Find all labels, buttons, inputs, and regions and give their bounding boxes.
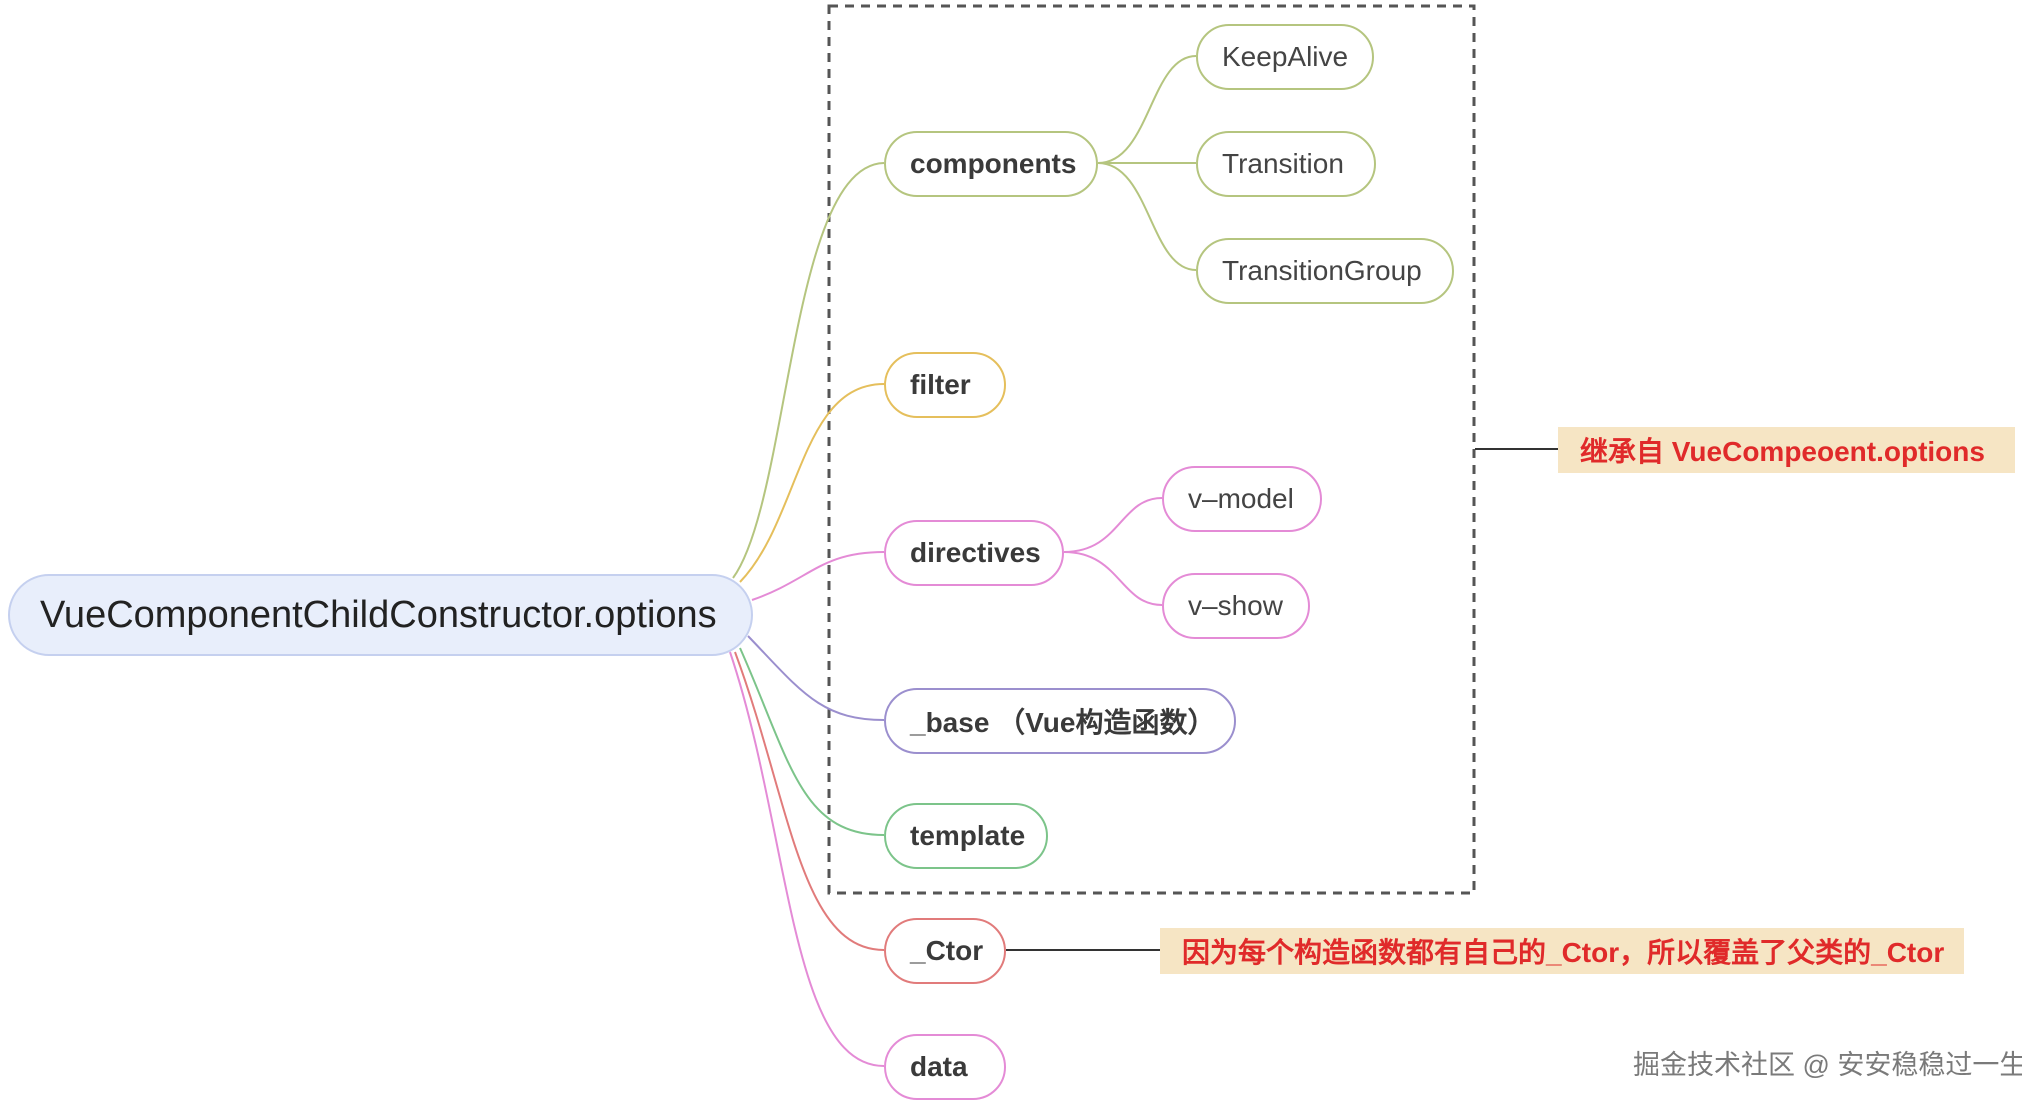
edge-root-data [729,651,885,1067]
edge-root-ctor [734,651,885,951]
node-transitiongroup-label: TransitionGroup [1222,255,1422,286]
node-ctor-label: _Ctor [910,935,984,966]
node-base[interactable]: _base （Vue构造函数） [884,688,1236,754]
edge-root-template [739,647,885,836]
node-filter-label: filter [910,369,971,400]
node-transitiongroup[interactable]: TransitionGroup [1196,238,1454,304]
edge-directives-vmodel [1063,497,1163,553]
node-keepalive-label: KeepAlive [1222,41,1349,72]
node-base-label: _base （Vue构造函数） [910,707,1216,738]
node-components[interactable]: components [884,131,1098,197]
node-vmodel-label: v–model [1188,483,1294,514]
edge-directives-vshow [1063,551,1163,606]
watermark-text: 掘金技术社区 @ 安安稳稳过一生 [1633,1050,2022,1080]
node-transition-label: Transition [1222,148,1344,179]
node-transition[interactable]: Transition [1196,131,1376,197]
node-ctor[interactable]: _Ctor [884,918,1006,984]
inherited-group-boundary [827,4,1476,895]
node-template[interactable]: template [884,803,1048,869]
root-label: VueComponentChildConstructor.options [40,593,717,636]
node-filter[interactable]: filter [884,352,1006,418]
node-vshow[interactable]: v–show [1162,573,1310,639]
ctor-note-text: 因为每个构造函数都有自己的_Ctor，所以覆盖了父类的_Ctor [1182,937,1945,968]
node-data[interactable]: data [884,1034,1006,1100]
node-components-label: components [910,148,1077,179]
node-directives[interactable]: directives [884,520,1064,586]
node-template-label: template [910,820,1026,851]
edge-root-directives [751,551,885,601]
node-directives-label: directives [910,537,1041,568]
inherit-note-text: 继承自 VueCompeoent.options [1580,436,1985,467]
edge-root-filter [739,383,885,583]
edge-components-keepalive [1097,55,1197,164]
ctor-note: 因为每个构造函数都有自己的_Ctor，所以覆盖了父类的_Ctor [1160,928,1964,974]
edge-root-base [747,635,885,721]
node-data-label: data [910,1051,968,1082]
node-vshow-label: v–show [1188,590,1283,621]
edge-components-transitiongroup [1097,162,1197,271]
watermark: 掘金技术社区 @ 安安稳稳过一生 [1633,1043,2022,1082]
root-node[interactable]: VueComponentChildConstructor.options [8,574,753,656]
node-vmodel[interactable]: v–model [1162,466,1322,532]
inherit-note: 继承自 VueCompeoent.options [1558,427,2015,473]
node-keepalive[interactable]: KeepAlive [1196,24,1374,90]
edge-root-components [732,162,885,579]
